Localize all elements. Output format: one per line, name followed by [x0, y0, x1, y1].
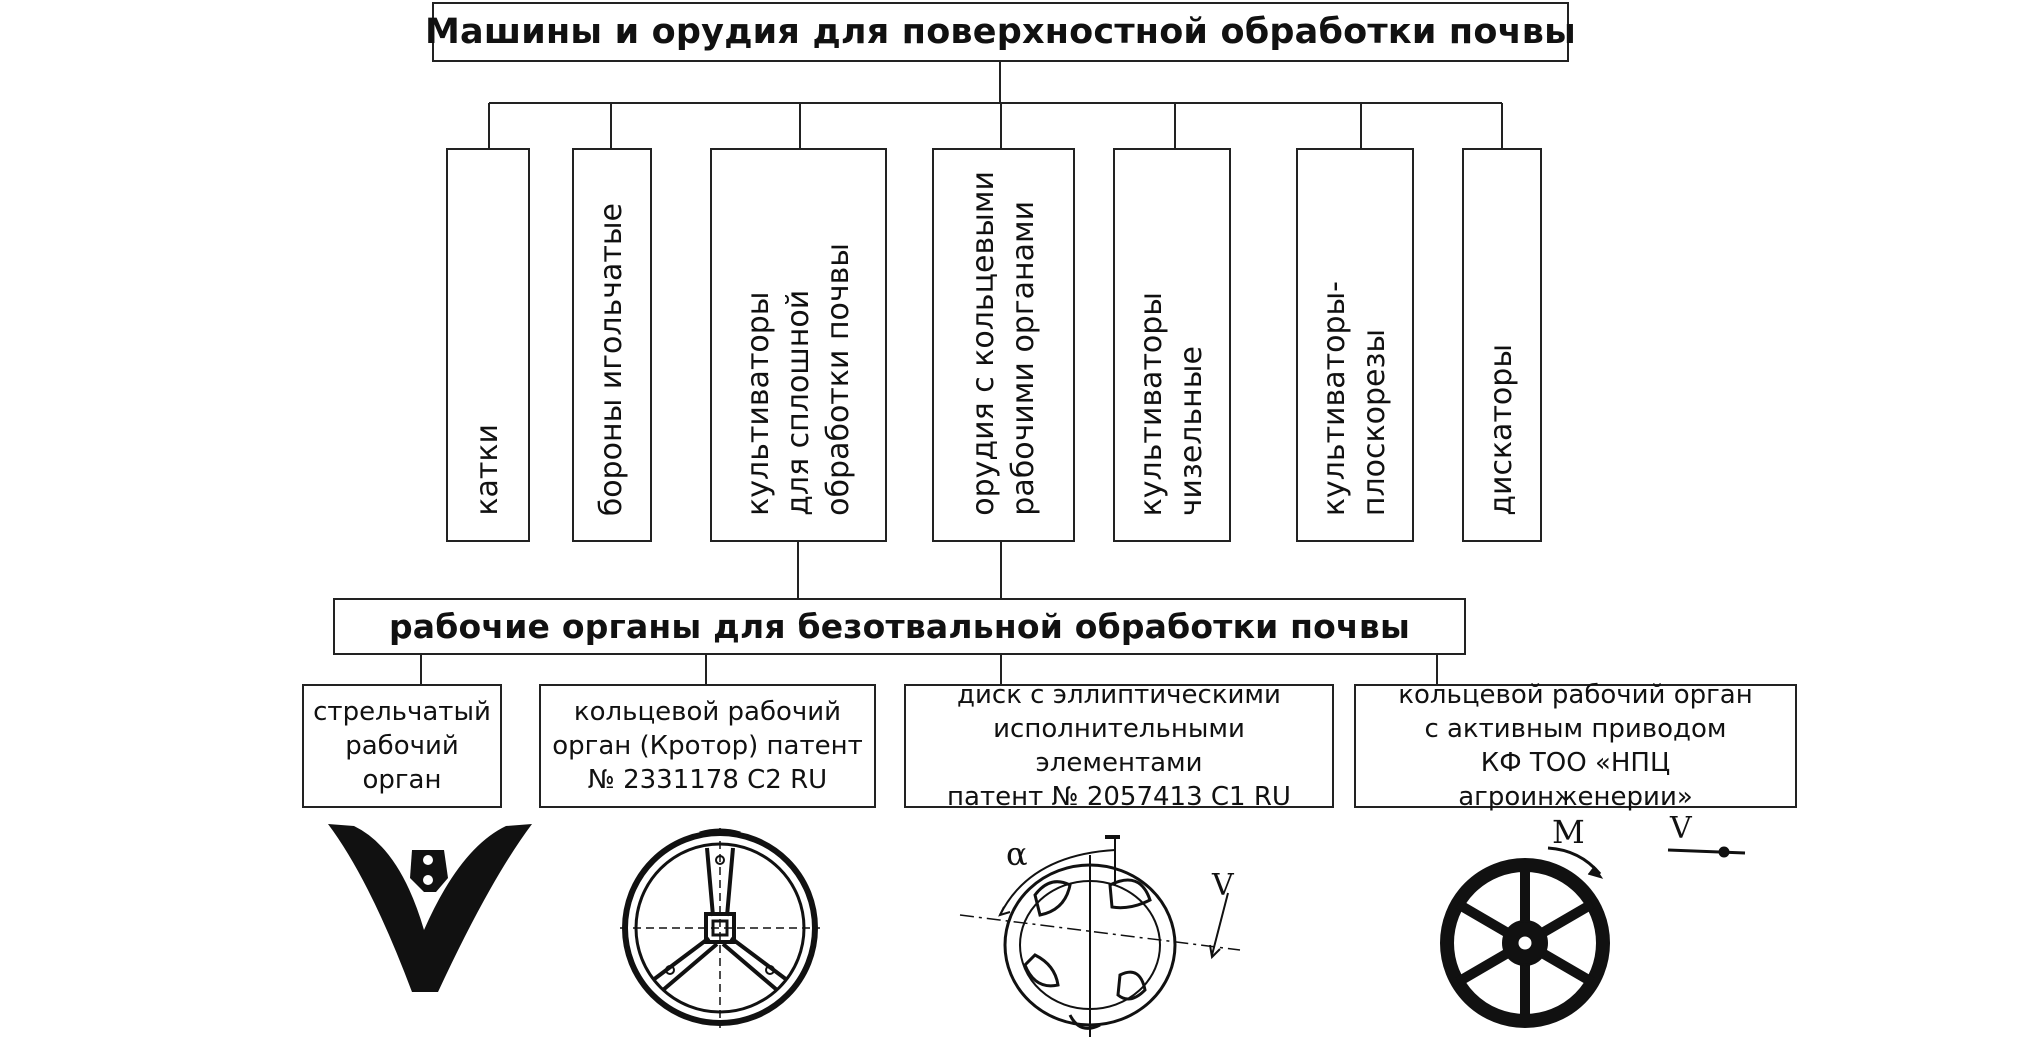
category-chisel-cultivators-label: культиваторы чизельные — [1134, 291, 1209, 516]
organ-krotor-ring: кольцевой рабочий орган (Кротор) патент … — [539, 684, 876, 808]
organ-active-drive-ring: кольцевой рабочий орган с активным приво… — [1354, 680, 1797, 812]
category-rollers-label: катки — [470, 424, 505, 516]
organ-elliptical-disc: диск с эллиптическими исполнительными эл… — [904, 680, 1334, 812]
category-ring-tools: орудия с кольцевыми рабочими органами — [932, 148, 1075, 542]
diagram-title: Машины и орудия для поверхностной обрабо… — [425, 2, 1576, 62]
organ-arrow-sweep: стрельчатый рабочий орган — [302, 684, 502, 808]
category-chisel-cultivators: культиваторы чизельные — [1113, 148, 1231, 542]
category-disc-harrows-label: дискаторы — [1484, 344, 1519, 516]
moment-label: M — [1552, 813, 1585, 851]
category-continuous-cultivators: культиваторы для сплошной обработки почв… — [710, 148, 887, 542]
category-rollers: катки — [446, 148, 530, 542]
elliptical-element-disc-icon: α V — [959, 835, 1241, 1037]
working-organs-heading: рабочие органы для безотвальной обработк… — [333, 598, 1466, 655]
krotor-ring-wheel-icon — [620, 828, 820, 1028]
velocity-label: V — [1211, 868, 1235, 903]
category-ring-tools-label: орудия с кольцевыми рабочими органами — [965, 171, 1041, 516]
arrow-shaped-sweep-icon — [328, 824, 532, 992]
alpha-label: α — [1006, 835, 1028, 873]
category-continuous-cultivators-label: культиваторы для сплошной обработки почв… — [740, 243, 856, 516]
category-needle-harrows-label: бороны игольчатые — [594, 202, 629, 516]
category-needle-harrows: бороны игольчатые — [572, 148, 652, 542]
category-disc-harrows: дискаторы — [1462, 148, 1542, 542]
category-flat-cutters: культиваторы- плоскорезы — [1296, 148, 1414, 542]
category-flat-cutters-label: культиваторы- плоскорезы — [1317, 280, 1392, 516]
velocity-label-2: V — [1669, 811, 1693, 846]
active-drive-ring-icon: M V — [1440, 811, 1746, 1028]
